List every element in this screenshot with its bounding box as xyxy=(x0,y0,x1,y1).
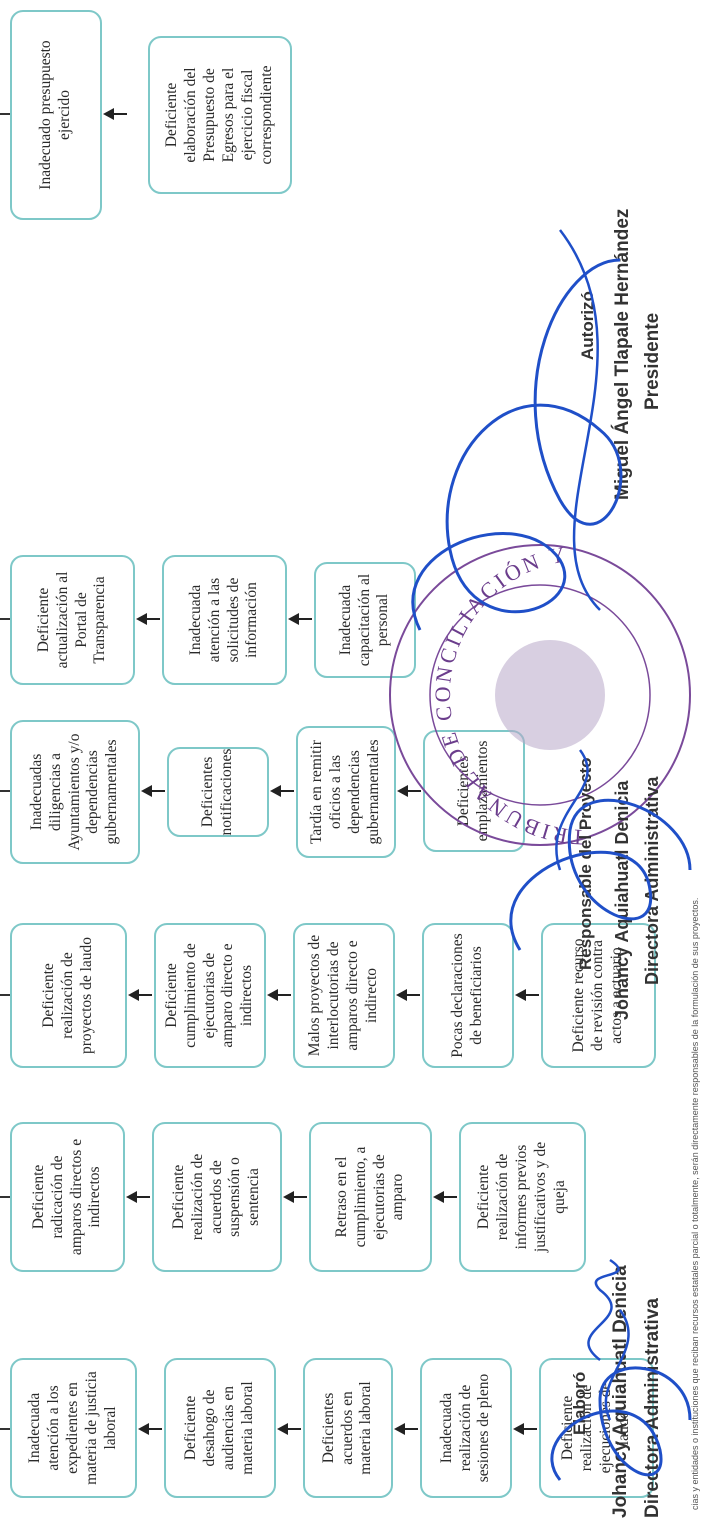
footnote: cias y entidades o instituciones que rec… xyxy=(690,897,700,1510)
